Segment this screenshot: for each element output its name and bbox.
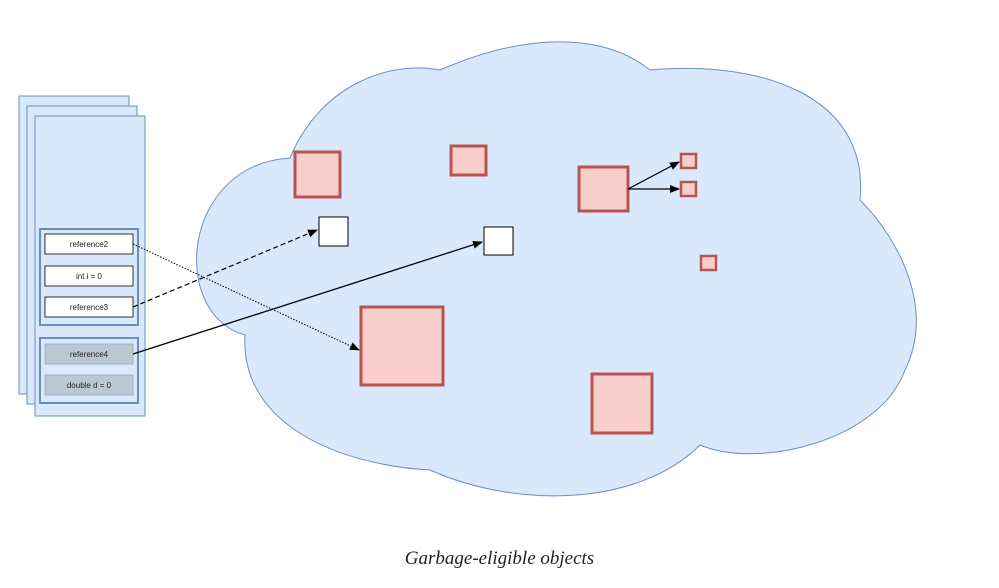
figure-caption: Garbage-eligible objects xyxy=(404,548,595,569)
live-object xyxy=(318,216,349,247)
garbage-object xyxy=(679,180,698,198)
garbage-object xyxy=(699,254,718,272)
slot-double-d-label: double d = 0 xyxy=(67,381,112,390)
heap-cloud xyxy=(196,41,917,497)
slot-reference4-label: reference4 xyxy=(70,350,109,359)
live-object xyxy=(483,226,514,256)
garbage-object xyxy=(590,372,654,435)
slot-double-d xyxy=(44,374,134,396)
reference4-arrow xyxy=(132,240,483,355)
slot-int-i-label: int i = 0 xyxy=(76,272,103,281)
reference2-arrow xyxy=(132,243,360,351)
slot-reference3-label: reference3 xyxy=(70,303,109,312)
thread-stack: reference2 int i = 0 reference3 referenc… xyxy=(18,95,146,417)
reference3-arrow xyxy=(132,229,318,308)
garbage-object xyxy=(679,152,698,170)
garbage-object xyxy=(293,150,342,199)
slot-int-i xyxy=(44,265,134,287)
garbage-object xyxy=(577,165,630,213)
garbage-objects xyxy=(293,144,718,435)
slot-reference2-label: reference2 xyxy=(70,240,109,249)
object-reference-arrow xyxy=(627,161,680,190)
garbage-object xyxy=(449,144,488,177)
garbage-object xyxy=(359,305,445,387)
